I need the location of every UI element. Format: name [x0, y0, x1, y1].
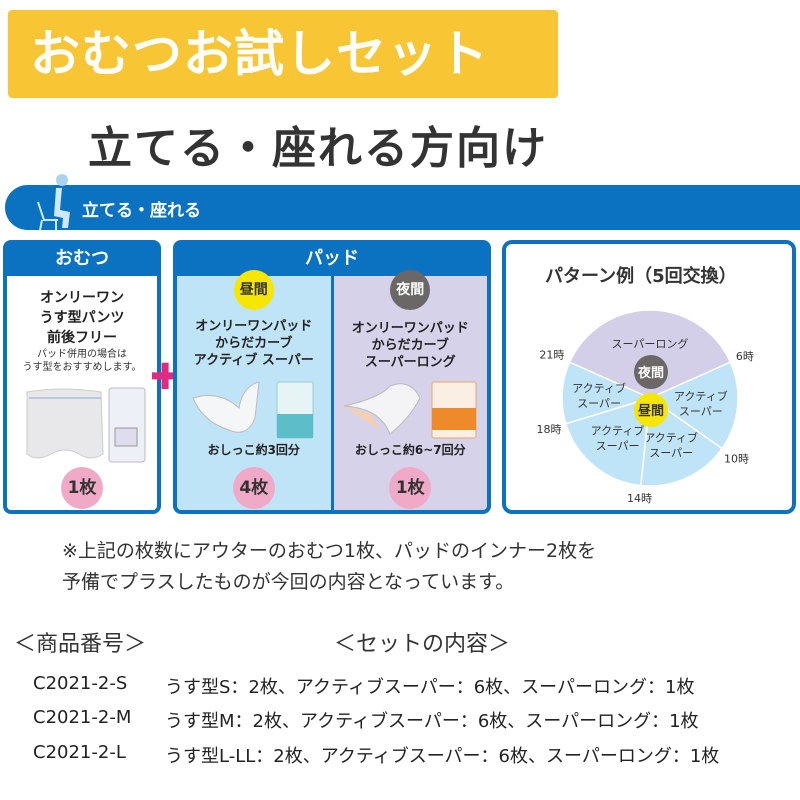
pie-slice-2 [648, 361, 739, 450]
product-code: C2021-2-L [33, 742, 126, 763]
time-label: 18時 [537, 423, 562, 436]
slice-label: アクティブ [572, 381, 626, 395]
day-center-badge [634, 393, 668, 427]
diaper-product-image [26, 387, 146, 463]
time-label: 14時 [627, 492, 652, 505]
product-name-line: オンリーワンパッド [351, 321, 469, 336]
content-header: ＜セットの内容＞ [334, 632, 511, 657]
note-line: 予備でプラスしたものが今回の内容となっています。 [62, 571, 515, 593]
sitting-person-icon [37, 174, 70, 231]
slice-label: スーパー [577, 397, 621, 410]
slice-label: スーパー [679, 405, 723, 418]
product-name-line: からだカーブ [371, 338, 449, 353]
set-content: うす型M：2枚、アクティブスーパー：6枚、スーパーロング：1枚 [165, 711, 699, 732]
slice-label: スーパー [596, 439, 640, 452]
pad-panel: パッド 昼間 オンリーワンパッド からだカーブ アクティブ スーパー おしっこ約… [173, 240, 491, 514]
diaper-panel: おむつ オンリーワン うす型パンツ 前後フリー パッド併用の場合は うす型をおす… [3, 240, 161, 514]
time-label: 21時 [539, 348, 564, 361]
code-header: ＜商品番号＞ [14, 632, 147, 657]
note-line: ※上記の枚数にアウターのおむつ1枚、パッドのインナー2枚を [62, 540, 597, 562]
band-label: 立てる・座れる [82, 201, 201, 221]
pie-slice-1 [568, 309, 732, 399]
day-capacity: おしっこ約3回分 [207, 443, 300, 457]
page-title: 立てる・座れる方向け [88, 123, 548, 174]
pie-slice-5 [561, 361, 653, 425]
night-count-badge: 1枚 [389, 467, 432, 509]
day-center-label: 昼間 [638, 403, 664, 419]
set-content: うす型S：2枚、アクティブスーパー：6枚、スーパーロング：1枚 [165, 677, 695, 698]
day-count-badge: 4枚 [232, 467, 275, 509]
night-center-label: 夜間 [637, 365, 664, 381]
night-pad-column: 夜間 オンリーワンパッド からだカーブ スーパーロング おしっこ約6~7回分 1… [333, 270, 487, 510]
note-line: うす型をおすすめします。 [22, 362, 142, 373]
slice-label: アクティブ [644, 430, 698, 444]
product-name-line: うす型パンツ [39, 310, 125, 326]
slice-label: スーパー [649, 446, 693, 459]
pattern-title: パターン例（5回交換） [545, 266, 737, 287]
diaper-header: おむつ [55, 248, 109, 269]
day-pad-column: 昼間 オンリーワンパッド からだカーブ アクティブ スーパー おしっこ約3回分 … [177, 270, 331, 510]
slice-label: スーパーロング [612, 336, 689, 350]
night-capacity: おしっこ約6~7回分 [354, 443, 466, 457]
night-center-badge [634, 355, 668, 389]
banner-title: おむつお試しセット [8, 10, 558, 98]
product-code: C2021-2-S [33, 673, 128, 694]
pie-slice-4 [564, 396, 651, 487]
day-badge: 昼間 [233, 270, 274, 310]
night-badge: 夜間 [390, 270, 431, 310]
product-name-line: オンリーワン [40, 290, 124, 306]
time-label: 10時 [724, 453, 749, 466]
pad-header: パッド [305, 248, 359, 269]
product-name-line: アクティブ スーパー [193, 353, 314, 368]
product-name-line: オンリーワンパッド [195, 319, 313, 334]
pattern-pie-chart: スーパーロングアクティブスーパーアクティブスーパーアクティブスーパーアクティブス… [537, 309, 754, 505]
product-name-line: スーパーロング [364, 355, 456, 370]
day-pad-product-image [192, 381, 314, 439]
diaper-count-badge: 1枚 [61, 467, 103, 509]
slice-label: アクティブ [591, 423, 645, 437]
product-code: C2021-2-M [33, 707, 132, 728]
set-content: うす型L-LL：2枚、アクティブスーパー：6枚、スーパーロング：1枚 [165, 746, 720, 767]
note-line: パッド併用の場合は [37, 349, 127, 360]
category-band [5, 185, 800, 230]
night-pad-product-image [343, 381, 476, 439]
time-label: 6時 [736, 350, 754, 363]
product-name-line: 前後フリー [47, 330, 117, 346]
slice-label: アクティブ [674, 389, 728, 403]
product-name-line: からだカーブ [215, 336, 293, 351]
